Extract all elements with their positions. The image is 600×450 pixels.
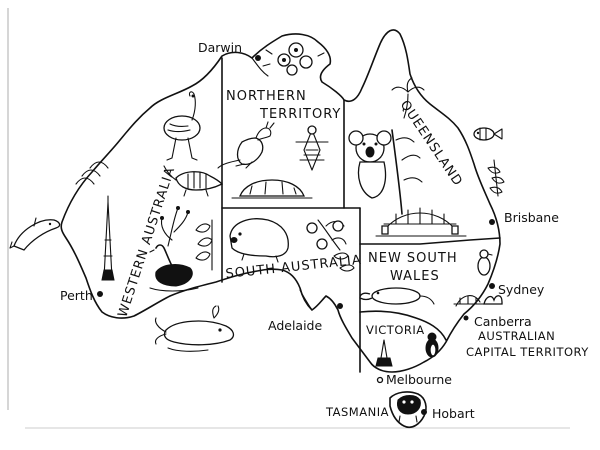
label-melbourne: Melbourne <box>386 372 452 387</box>
flower-icon <box>306 219 355 272</box>
tower-icon <box>101 195 115 281</box>
penguin-icon <box>425 332 439 358</box>
numbat-icon <box>163 165 224 197</box>
label-adelaide: Adelaide <box>268 318 322 333</box>
label-darwin: Darwin <box>198 40 242 55</box>
mainland-outline <box>60 29 501 373</box>
uluru-icon <box>231 179 313 199</box>
label-hobart: Hobart <box>432 406 475 421</box>
perth-dot <box>97 291 103 297</box>
wombat-icon <box>229 218 289 263</box>
label-brisbane: Brisbane <box>504 210 559 225</box>
hills-icon <box>75 161 109 185</box>
border-qld-nsw <box>359 237 501 245</box>
flower-icon <box>160 206 213 271</box>
figure-icon <box>295 125 329 171</box>
darwin-dot <box>255 55 261 61</box>
label-victoria: VICTORIA <box>366 323 425 337</box>
label-queensland: QUEENSLAND <box>397 98 466 190</box>
melbourne-dot <box>376 376 384 384</box>
label-tasmania: TASMANIA <box>325 405 389 419</box>
adelaide-dot <box>337 303 343 309</box>
label-northern-territory-2: TERRITORY <box>259 107 341 122</box>
flower-icon <box>262 42 325 76</box>
label-northern-territory-1: NORTHERN <box>226 89 307 104</box>
brisbane-dot <box>489 219 495 225</box>
border-nsw-vic <box>359 310 447 341</box>
label-act-1: AUSTRALIAN <box>478 329 555 343</box>
tasmania-outline <box>389 391 427 429</box>
emu-icon <box>163 91 201 161</box>
label-sydney: Sydney <box>498 282 545 297</box>
canberra-dot <box>463 315 469 321</box>
koala-icon <box>348 129 423 215</box>
dolphin-icon <box>9 217 61 251</box>
black-swan-icon <box>149 244 199 292</box>
harbour-bridge-icon <box>375 207 467 237</box>
label-new-south-wales-2: WALES <box>390 269 440 284</box>
tasmanian-devil-icon <box>397 395 421 423</box>
label-canberra: Canberra <box>474 314 532 329</box>
whale-icon <box>154 305 235 352</box>
kangaroo-icon <box>217 121 275 169</box>
fish-icon <box>473 127 503 141</box>
sydney-dot <box>489 283 495 289</box>
label-perth: Perth <box>60 288 93 303</box>
coral-icon <box>487 159 505 197</box>
label-act-2: CAPITAL TERRITORY <box>466 345 589 359</box>
label-new-south-wales-1: NEW SOUTH <box>368 251 458 266</box>
tower-icon <box>375 339 393 367</box>
platypus-icon <box>359 287 435 305</box>
palm-tree-icon <box>391 77 425 119</box>
hobart-dot <box>421 409 427 415</box>
opera-house-icon <box>453 295 503 307</box>
bird-icon <box>477 249 493 276</box>
